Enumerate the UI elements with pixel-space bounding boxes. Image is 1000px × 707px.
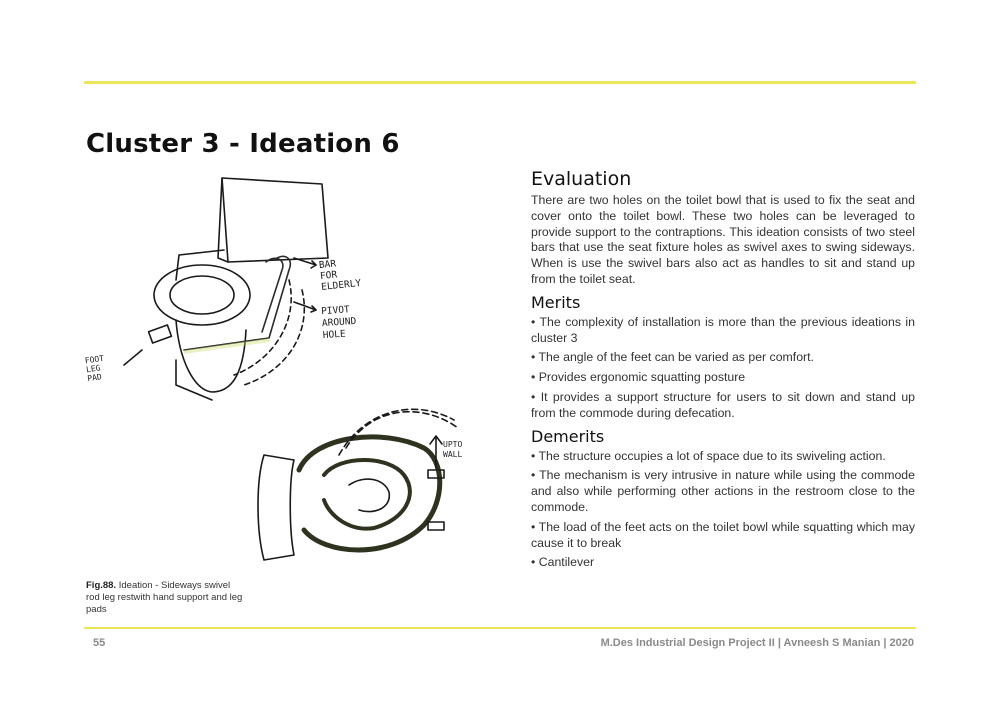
- demerits-item: • The structure occupies a lot of space …: [531, 448, 886, 463]
- toilet-seat-outline: [153, 264, 251, 326]
- page-number: 55: [93, 637, 106, 649]
- toilet-tank-outline: [221, 177, 329, 263]
- highlight-bar: [184, 338, 270, 354]
- demerits-item: • The load of the feet acts on the toile…: [531, 519, 915, 550]
- merits-item: • Provides ergonomic squatting posture: [531, 370, 746, 385]
- demerits-heading: Demerits: [531, 426, 605, 446]
- figure-caption-label: Fig.88.: [86, 580, 117, 591]
- label-upto-wall: UPTO WALL: [443, 440, 462, 460]
- merits-heading: Merits: [531, 292, 581, 312]
- text-column: Evaluation There are two holes on the to…: [531, 168, 915, 575]
- label-pivot-around-hole: PIVOT AROUND HOLE: [321, 304, 358, 342]
- label-bar-for-elderly: BAR FOR ELDERLY: [318, 256, 361, 293]
- merits-item: • The complexity of installation is more…: [531, 314, 915, 345]
- figure-caption: Fig.88. Ideation - Sideways swivel rod l…: [86, 580, 246, 616]
- evaluation-text: There are two holes on the toilet bowl t…: [531, 193, 915, 286]
- demerits-item: • The mechanism is very intrusive in nat…: [531, 468, 915, 514]
- merits-item: • The angle of the feet can be varied as…: [531, 350, 814, 365]
- demerits-item: • Cantilever: [531, 555, 595, 570]
- top-rule: [84, 81, 916, 84]
- footer-credits: M.Des Industrial Design Project II | Avn…: [600, 637, 914, 649]
- label-upto-line2: WALL: [443, 450, 463, 459]
- label-pivot-line3: HOLE: [322, 328, 347, 342]
- page-title: Cluster 3 - Ideation 6: [86, 129, 400, 160]
- evaluation-heading: Evaluation: [531, 168, 632, 190]
- figure-caption-text: Ideation - Sideways swivel rod leg restw…: [86, 580, 243, 615]
- ideation-sketch: [123, 177, 459, 561]
- label-upto-line1: UPTO: [443, 440, 463, 449]
- label-foot-leg-pad: FOOT LEG PAD: [84, 354, 107, 383]
- bottom-rule: [84, 627, 916, 629]
- merits-item: • It provides a support structure for us…: [531, 389, 915, 420]
- tank-topview-outline: [257, 454, 295, 561]
